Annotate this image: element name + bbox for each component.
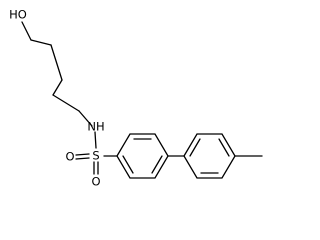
bond-c4-c5	[52, 94, 80, 112]
bond-c5-n	[78, 110, 93, 127]
sulfonyl-bonds	[75, 153, 99, 175]
bond-c3-c4	[52, 79, 63, 96]
bond-c2-c3	[50, 44, 63, 81]
bond-o-c1	[21, 21, 32, 41]
ring2-outline	[183, 133, 236, 179]
ring2-double-2	[218, 138, 230, 157]
ring1-double-2	[151, 155, 163, 174]
ring1-outline	[116, 133, 169, 179]
oxygen-bottom-label: O	[91, 175, 100, 189]
benzene-ring-2	[183, 133, 236, 179]
amine-label: NH	[87, 120, 104, 134]
bond-s-o-top-b	[75, 157, 90, 160]
bond-s-o-top-a	[75, 153, 90, 156]
hydroxyl-label: HO	[9, 8, 27, 22]
bond-n-s	[94, 131, 97, 149]
ring1-double-3	[122, 155, 134, 174]
oxygen-top-label: O	[65, 150, 74, 164]
benzene-ring-1	[116, 133, 169, 179]
pentyl-chain	[21, 21, 93, 127]
structure-canvas: HO NH S O O	[9, 8, 263, 189]
sulfur-label: S	[92, 149, 99, 163]
ring2-double-1	[189, 138, 201, 157]
bond-c1-c2	[30, 39, 52, 46]
